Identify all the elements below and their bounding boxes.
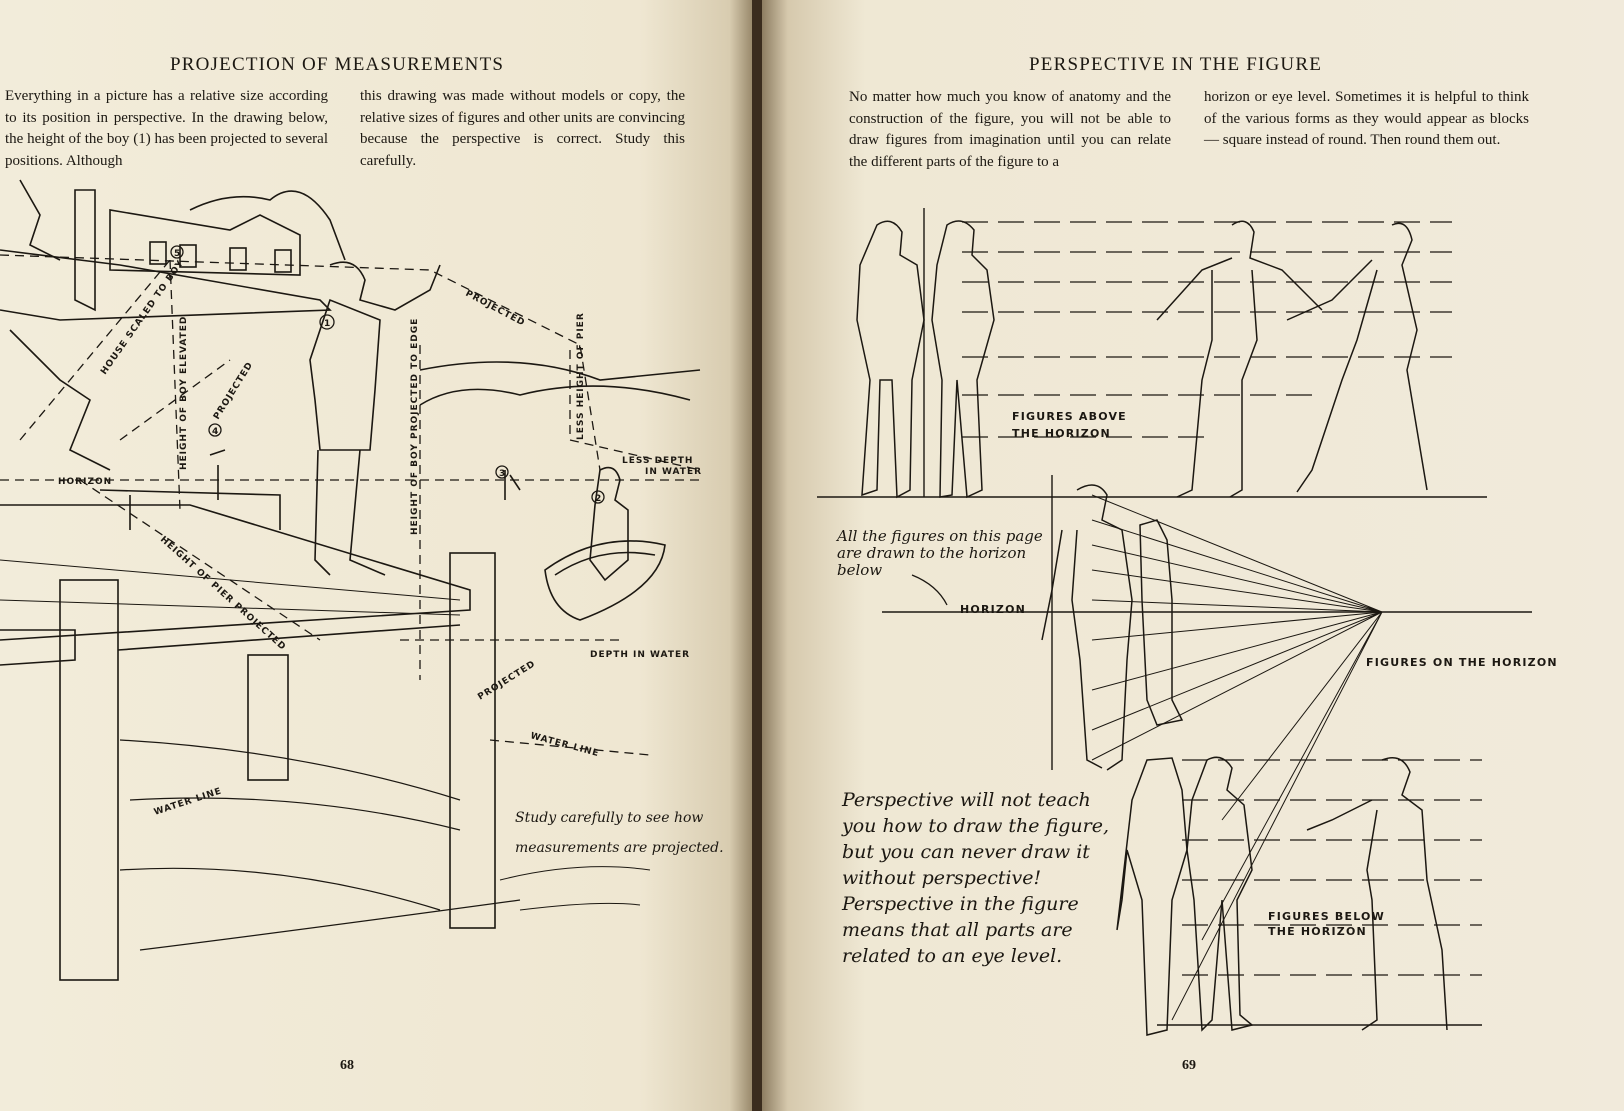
left-page-title: PROJECTION OF MEASUREMENTS	[170, 54, 505, 75]
label-figures-below-1: FIGURES BELOW	[1268, 910, 1385, 923]
label-projected-top: PROJECTED	[464, 289, 527, 329]
label-projected-to-edge: HEIGHT OF BOY PROJECTED TO EDGE	[410, 318, 420, 535]
label-pier-projected: HEIGHT OF PIER PROJECTED	[158, 535, 288, 653]
note-line-2: are drawn to the horizon	[837, 544, 1026, 562]
marker-1: 1	[324, 319, 331, 329]
label-figures-below-2: THE HORIZON	[1268, 925, 1367, 938]
note-line-3: below	[837, 561, 882, 579]
marker-3: 3	[499, 469, 506, 479]
marker-5: 5	[174, 249, 181, 259]
label-height-elevated: HEIGHT OF BOY ELEVATED	[179, 316, 189, 470]
label-figures-above-1: FIGURES ABOVE	[1012, 410, 1127, 423]
quote-line-2: you how to draw the figure,	[841, 815, 1109, 837]
label-less-height-pier: LESS HEIGHT OF PIER	[576, 312, 586, 440]
left-page-number: 68	[340, 1058, 354, 1073]
label-less-depth: LESS DEPTH	[622, 456, 693, 466]
quote-line-3: but you can never draw it	[842, 841, 1090, 863]
right-page-title: PERSPECTIVE IN THE FIGURE	[1029, 54, 1323, 75]
label-horizon-left: HORIZON	[58, 477, 112, 487]
label-depth-in-water: DEPTH IN WATER	[590, 650, 690, 660]
right-page: PERSPECTIVE IN THE FIGURE No matter how …	[762, 0, 1624, 1111]
right-page-number: 69	[1182, 1058, 1196, 1073]
label-projected-mid: PROJECTED	[212, 360, 255, 421]
left-page: PROJECTION OF MEASUREMENTS Everything in…	[0, 0, 752, 1111]
quote-line-1: Perspective will not teach	[841, 789, 1091, 811]
quote-line-5: Perspective in the figure	[841, 893, 1079, 915]
right-body-column-2: horizon or eye level. Sometimes it is he…	[1204, 89, 1529, 148]
note-line-1: All the figures on this page	[835, 527, 1043, 545]
caption-line-2: measurements are projected.	[515, 840, 724, 856]
quote-line-6: means that all parts are	[842, 919, 1073, 941]
quote-line-4: without perspective!	[842, 867, 1041, 889]
quote-line-7: related to an eye level.	[842, 945, 1062, 967]
left-body-column-2: this drawing was made without models or …	[360, 88, 685, 169]
right-body-column-1: No matter how much you know of anatomy a…	[849, 89, 1171, 170]
label-figures-above-2: THE HORIZON	[1012, 427, 1111, 440]
left-body-column-1: Everything in a picture has a relative s…	[5, 88, 328, 169]
pier-perspective-illustration: 1 2 3 4 5 HORIZON PROJECTED PROJECTED PR…	[0, 179, 724, 981]
caption-line-1: Study carefully to see how	[515, 810, 703, 826]
label-projected-low: PROJECTED	[476, 659, 537, 702]
book-gutter	[752, 0, 762, 1111]
label-horizon-right: HORIZON	[960, 603, 1026, 616]
label-figures-on-horizon: FIGURES ON THE HORIZON	[1366, 656, 1558, 669]
marker-4: 4	[212, 427, 219, 437]
label-in-water: IN WATER	[645, 467, 702, 477]
quote-block: Perspective will not teach you how to dr…	[841, 789, 1109, 967]
marker-2: 2	[595, 494, 602, 504]
figure-perspective-illustration: FIGURES ABOVE THE HORIZON All the figure…	[817, 208, 1558, 1036]
label-water-line-left: WATER LINE	[153, 786, 224, 817]
